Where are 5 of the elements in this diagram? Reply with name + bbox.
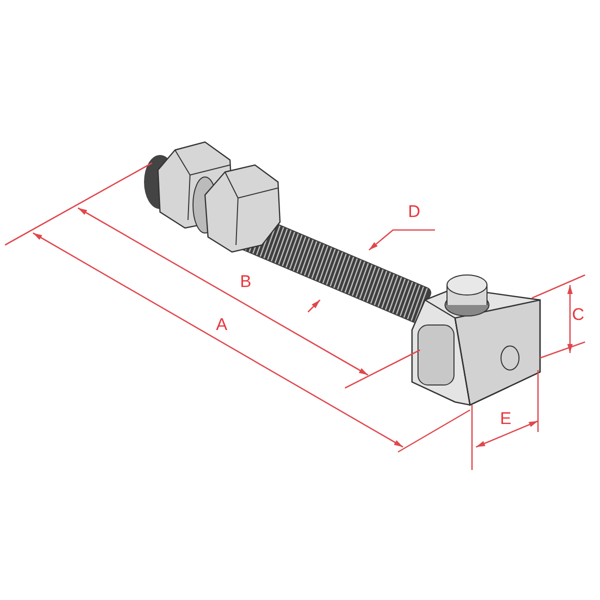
dimension-label: E [500,410,512,427]
dimension-label: C [572,306,584,323]
dimension-label: B [240,273,252,290]
dimension-label: D [408,203,420,220]
dimension-label: A [216,316,228,333]
